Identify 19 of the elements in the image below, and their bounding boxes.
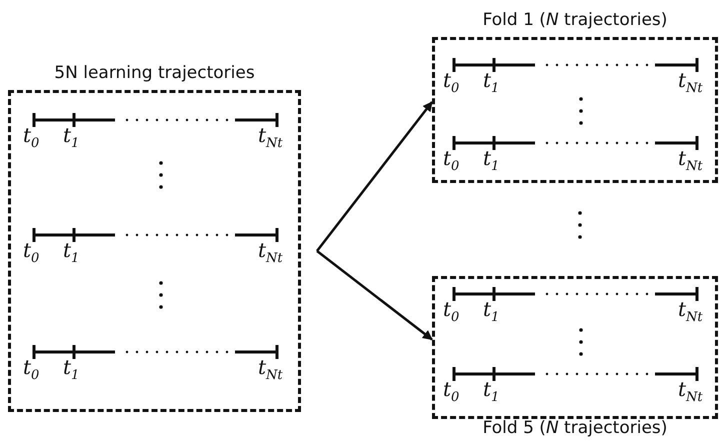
arrow (316, 101, 433, 252)
arrow (316, 250, 433, 340)
time-label: t$_{0}$ (23, 125, 40, 150)
time-label: t$_{0}$ (443, 70, 460, 95)
time-label: t$_{0}$ (23, 240, 40, 265)
group-heading: 5N learning trajectories (53, 63, 256, 83)
time-label: t$_{1}$ (63, 357, 80, 382)
time-label: t$_{1}$ (483, 299, 500, 324)
time-label: t$_{1}$ (63, 125, 80, 150)
group-heading: Fold 1 (N trajectories) (482, 10, 668, 30)
time-label: t$_{1}$ (483, 148, 500, 173)
time-label: t$_{0}$ (443, 148, 460, 173)
time-label: t$_{0}$ (443, 379, 460, 404)
time-label: t$_{0}$ (23, 357, 40, 382)
time-label: t$_{0}$ (443, 299, 460, 324)
group-heading: Fold 5 (N trajectories) (482, 418, 668, 438)
time-label: t$_{1}$ (63, 240, 80, 265)
time-label: t$_{1}$ (483, 70, 500, 95)
time-label: t$_{1}$ (483, 379, 500, 404)
